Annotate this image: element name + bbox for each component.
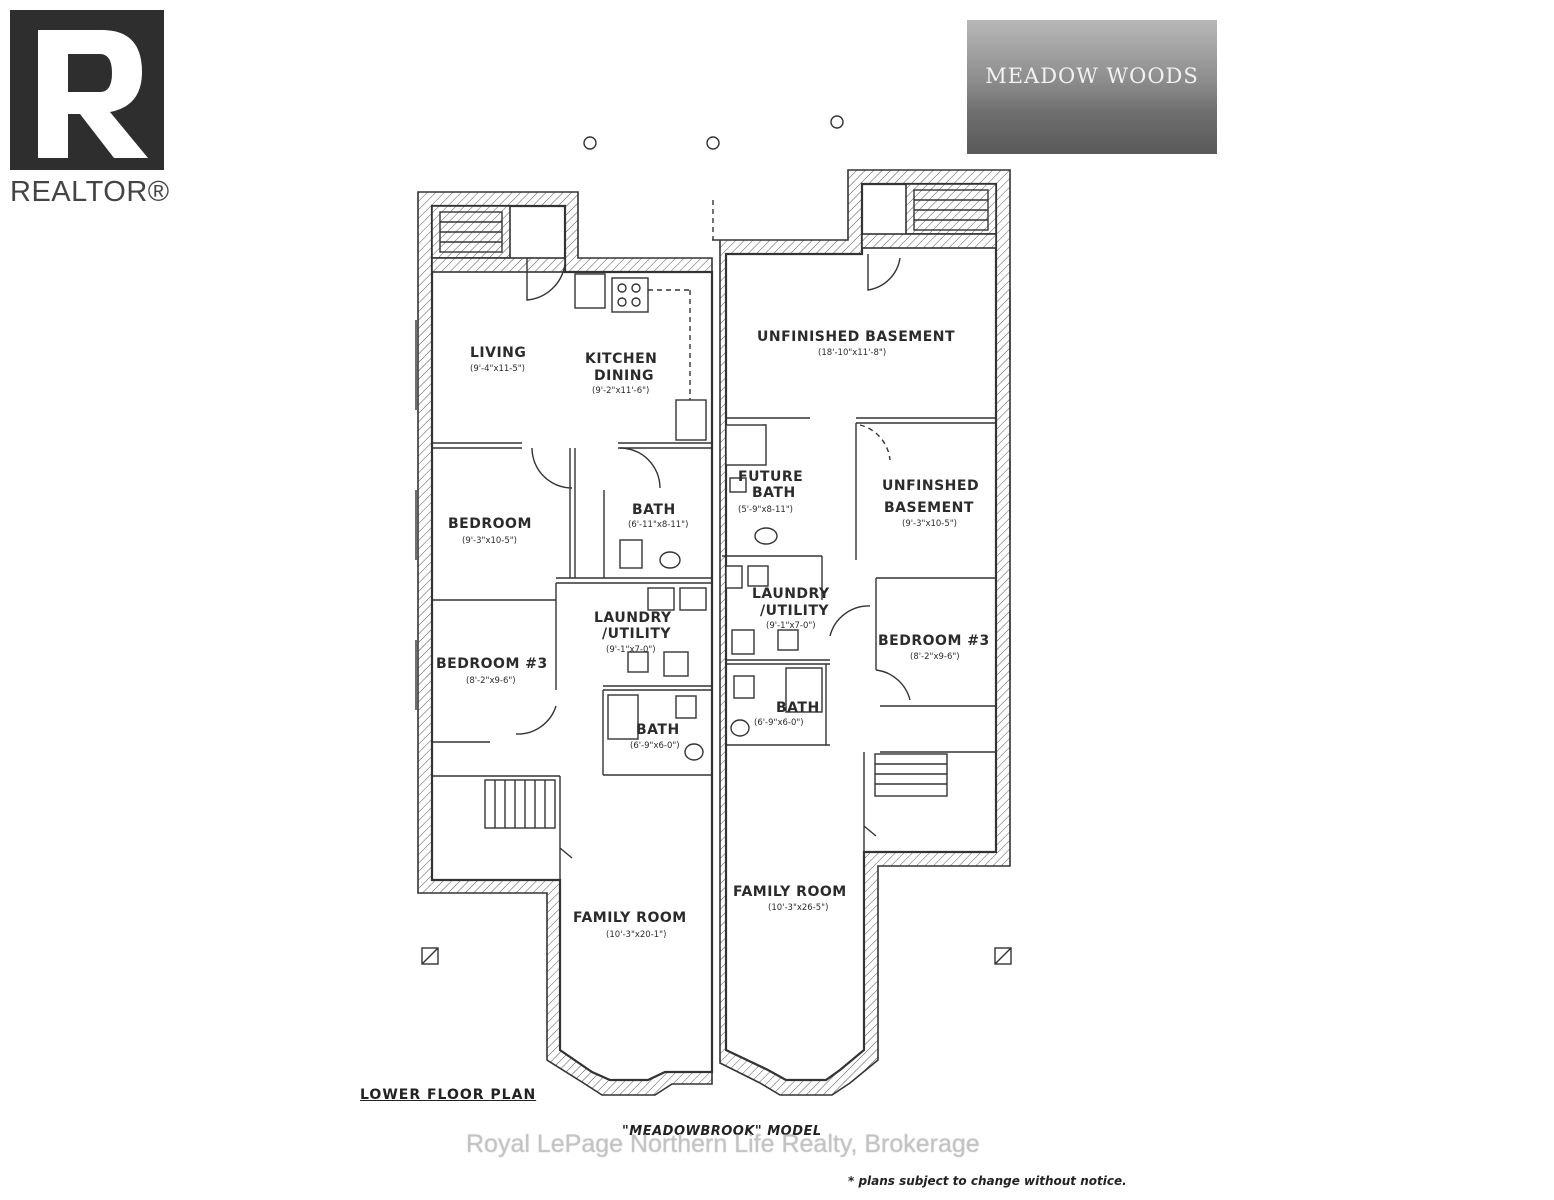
toilet-icon <box>619 539 643 569</box>
room-label-laundry-right: LAUNDRY <box>752 586 830 602</box>
left-stair <box>484 779 556 829</box>
room-dim-family-room-right: (10'-3"x26-5") <box>768 903 828 913</box>
room-dim-unfinished-basement: (18'-10"x11'-8") <box>818 348 886 358</box>
room-label-unfinished-basement-2: UNFINSHED <box>882 478 979 494</box>
dryer-icon <box>679 587 707 611</box>
room-label-bedroom: BEDROOM <box>448 516 532 532</box>
shower-icon <box>785 667 823 713</box>
left-unit-walls <box>417 191 714 1096</box>
meadow-woods-logo: MEADOW WOODS <box>967 20 1217 154</box>
room-label-bedroom-3: BEDROOM #3 <box>436 656 548 672</box>
fridge-icon <box>574 273 606 309</box>
washer-icon <box>647 587 675 611</box>
room-label-bath-2: BATH <box>636 722 680 738</box>
room-dim-laundry: (9'-1"x7-0") <box>606 645 656 655</box>
sink-icon <box>730 719 750 737</box>
room-label-family-room-right: FAMILY ROOM <box>733 884 847 900</box>
room-label-bath-right: BATH <box>776 700 820 716</box>
site-marker-circle <box>583 136 597 150</box>
meadow-woods-wordmark: MEADOW WOODS <box>985 64 1199 88</box>
site-marker-circle <box>830 115 844 129</box>
corner-marker <box>994 947 1012 965</box>
room-label-utility: /UTILITY <box>602 626 671 642</box>
room-label-bedroom-3-right: BEDROOM #3 <box>878 633 990 649</box>
room-dim-bedroom: (9'-3"x10-5") <box>462 536 517 546</box>
room-dim-bedroom-3: (8'-2"x9-6") <box>466 676 516 686</box>
dryer-icon <box>777 629 799 651</box>
site-marker-circle <box>706 136 720 150</box>
room-label-family-room: FAMILY ROOM <box>573 910 687 926</box>
room-dim-bath-2: (6'-9"x6-0") <box>630 741 680 751</box>
room-label-dining: DINING <box>594 368 654 384</box>
room-label-kitchen: KITCHEN <box>585 351 657 367</box>
room-label-bath: BATH <box>632 502 676 518</box>
realtor-wordmark: REALTOR® <box>10 176 170 208</box>
brokerage-watermark: Royal LePage Northern Life Realty, Broke… <box>466 1130 980 1158</box>
room-dim-family-room: (10'-3"x20-1") <box>606 930 666 940</box>
left-interior-walls <box>432 442 712 880</box>
room-dim-bedroom-3-right: (8'-2"x9-6") <box>910 652 960 662</box>
room-label-future: FUTURE <box>738 469 803 485</box>
room-label-living: LIVING <box>470 345 526 361</box>
sink-icon <box>684 743 704 761</box>
right-interior-walls <box>722 417 996 852</box>
left-kitchen-fixtures <box>574 273 707 761</box>
room-label-future-bath: BATH <box>752 485 796 501</box>
room-dim-bath: (6'-11"x8-11") <box>628 520 688 530</box>
shower-icon <box>607 694 639 740</box>
model-title: "MEADOWBROOK" MODEL <box>622 1124 822 1139</box>
room-label-laundry: LAUNDRY <box>594 610 672 626</box>
room-label-unfinished-basement: UNFINISHED BASEMENT <box>757 329 955 345</box>
disclaimer-note: * plans subject to change without notice… <box>848 1174 1127 1188</box>
right-fixtures <box>725 424 823 737</box>
left-doors <box>515 258 661 859</box>
washer-icon <box>731 629 755 655</box>
room-label-utility-right: /UTILITY <box>760 603 829 619</box>
room-label-basement-2: BASEMENT <box>884 500 974 516</box>
sink-icon <box>754 527 778 545</box>
window-markers <box>415 290 1011 710</box>
room-dim-laundry-right: (9'-1"x7-0") <box>766 621 816 631</box>
realtor-r-icon <box>10 10 164 170</box>
sink-icon <box>659 551 681 569</box>
toilet-icon <box>733 675 755 699</box>
room-dim-future-bath: (5'-9"x8-11") <box>738 505 793 515</box>
shower-icon <box>725 424 767 466</box>
realtor-logo: REALTOR® <box>10 10 169 208</box>
stove-icon <box>611 277 649 313</box>
toilet-icon <box>675 695 697 719</box>
room-dim-bath-right: (6'-9"x6-0") <box>754 718 804 728</box>
corner-marker <box>421 947 439 965</box>
room-dim-living: (9'-4"x11-5") <box>470 364 525 374</box>
room-dim-unfinished-basement-2: (9'-3"x10-5") <box>902 519 957 529</box>
room-dim-kitchen: (9'-2"x11'-6") <box>592 386 649 396</box>
right-stair <box>874 753 948 797</box>
right-unit-walls <box>712 169 1011 1096</box>
plan-title: LOWER FLOOR PLAN <box>360 1087 537 1103</box>
